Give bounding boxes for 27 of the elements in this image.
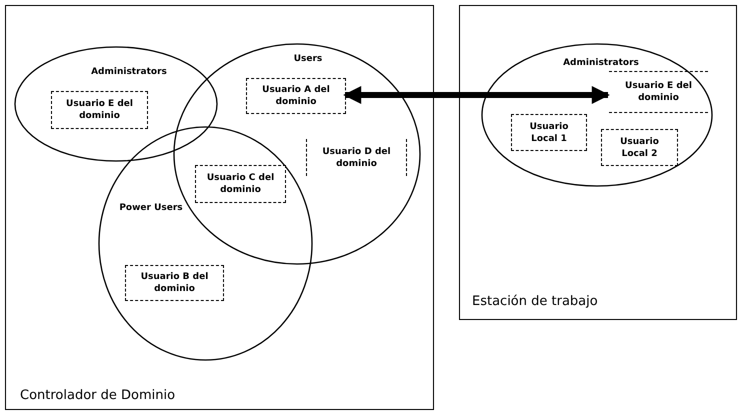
node-label: Usuario B del dominio <box>140 271 210 295</box>
node-label: Usuario D del dominio <box>321 146 392 170</box>
dashed-box <box>609 71 708 113</box>
group-title: Administrators <box>562 57 640 70</box>
group-ellipse <box>481 43 713 187</box>
dashed-box <box>601 129 678 166</box>
dashed-box <box>511 114 587 151</box>
node-label: Usuario A del dominio <box>261 84 331 108</box>
node-label: Usuario C del dominio <box>206 172 276 196</box>
dashed-box <box>246 78 346 114</box>
dashed-box <box>195 165 286 203</box>
dashed-box <box>125 265 224 301</box>
group-title: Users <box>292 53 324 66</box>
container-box <box>459 5 737 320</box>
dashed-box <box>51 91 148 129</box>
container-title: Controlador de Dominio <box>20 387 176 405</box>
node-label: Usuario Local 1 <box>528 120 570 144</box>
group-ellipse <box>14 46 218 162</box>
group-title: Administrators <box>90 66 168 79</box>
container-title: Estación de trabajo <box>472 293 599 311</box>
container-box <box>5 5 434 410</box>
group-ellipse <box>98 126 313 361</box>
node-label: Usuario E del dominio <box>624 80 693 104</box>
group-title: Power Users <box>118 202 184 215</box>
node-label: Usuario Local 2 <box>619 136 660 160</box>
double-arrow <box>343 86 610 104</box>
node-label: Usuario E del dominio <box>65 98 134 122</box>
